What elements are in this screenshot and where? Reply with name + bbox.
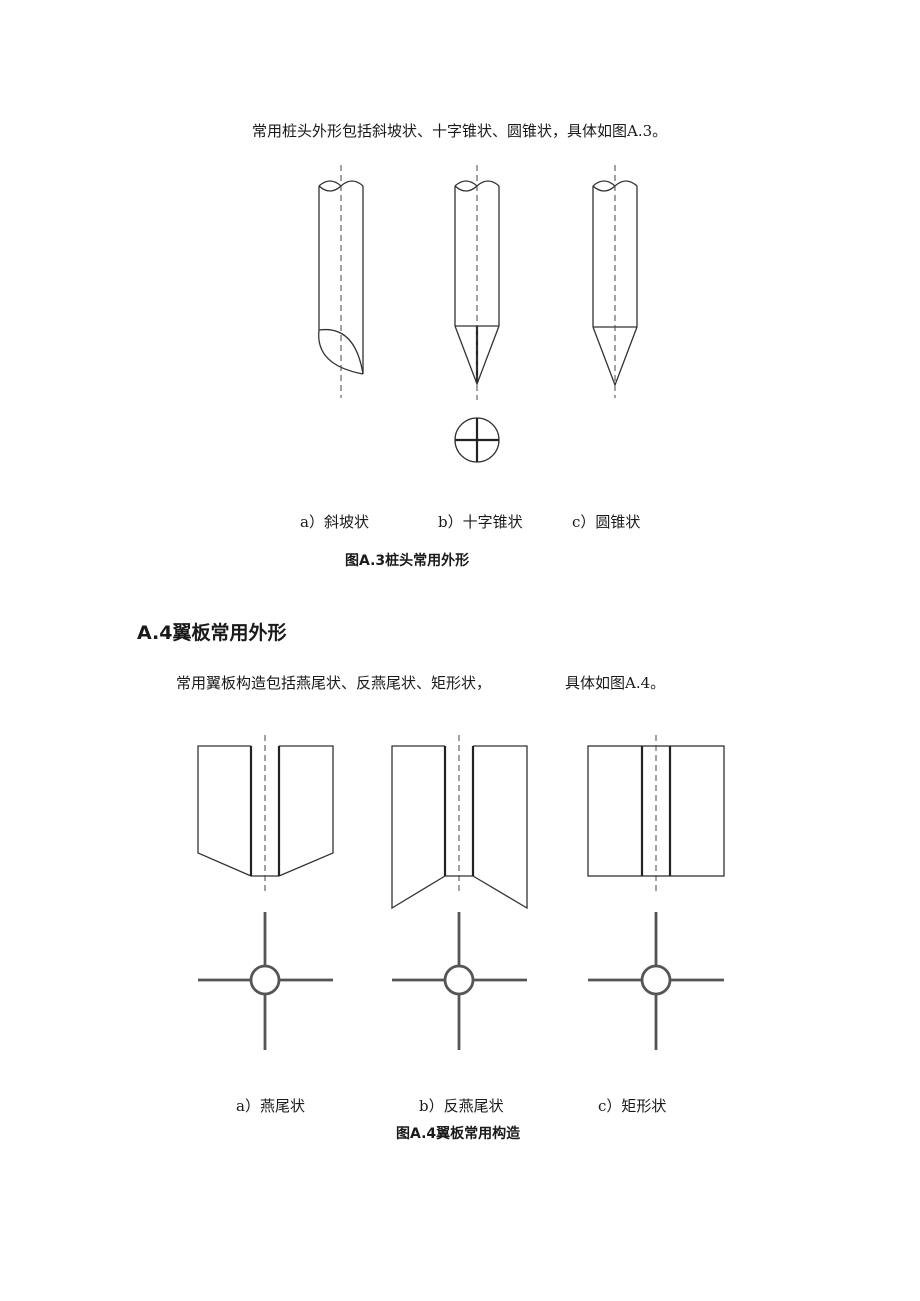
label-rectangular: c）矩形状 <box>598 1097 667 1115</box>
wing-reverse-dovetail-section <box>392 912 527 1050</box>
wing-reverse-dovetail-drawing <box>391 735 528 910</box>
label-cone: c）圆锥状 <box>572 513 641 531</box>
label-dovetail: a）燕尾状 <box>236 1097 305 1115</box>
pile-cross-cone-drawing <box>454 165 500 400</box>
label-cross-cone: b）十字锥状 <box>438 513 523 531</box>
a3-intro-text: 常用桩头外形包括斜坡状、十字锥状、圆锥状，具体如图A.3。 <box>252 122 668 140</box>
wing-rectangular-section <box>588 912 724 1050</box>
section-a4-heading: A.4翼板常用外形 <box>137 622 287 644</box>
pile-cone-drawing <box>592 165 638 398</box>
cross-section-circle-drawing <box>454 417 500 463</box>
figure-a3-pile-heads <box>318 165 638 463</box>
label-sloped: a）斜坡状 <box>300 513 369 531</box>
wing-rectangular-drawing <box>587 735 725 892</box>
figure-a4-caption: 图A.4翼板常用构造 <box>396 1126 521 1142</box>
wing-dovetail-section <box>198 912 333 1050</box>
a4-intro-text-left: 常用翼板构造包括燕尾状、反燕尾状、矩形状， <box>176 674 492 692</box>
pile-sloped-drawing <box>318 165 364 398</box>
wing-dovetail-drawing <box>197 735 334 892</box>
figure-a3-caption: 图A.3桩头常用外形 <box>345 553 470 569</box>
a4-intro-text-right: 具体如图A.4。 <box>565 674 666 692</box>
label-reverse-dovetail: b）反燕尾状 <box>419 1097 504 1115</box>
figure-a4-wing-plates <box>197 735 725 1050</box>
